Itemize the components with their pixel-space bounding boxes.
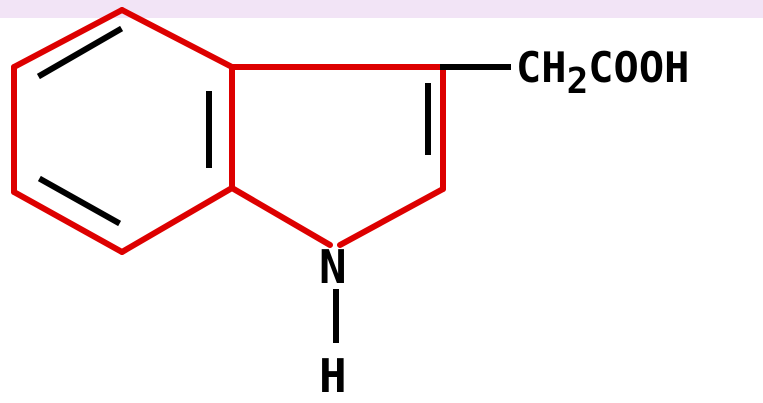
pyrrole-ring xyxy=(229,64,446,248)
pyrrole-bond-n-c7a xyxy=(229,185,333,248)
substituent-cooh: COOH xyxy=(588,43,689,92)
substituent-ch: CH xyxy=(516,43,567,92)
substituent-subscript: 2 xyxy=(567,61,589,102)
double-bond-top-left xyxy=(36,25,124,80)
pyrrole-bond-c2-n xyxy=(337,186,446,248)
nitrogen-label: N xyxy=(319,240,347,294)
hydrogen-label: H xyxy=(319,349,347,398)
benzene-bond-top-left xyxy=(11,7,125,70)
substituent-label: CH2COOH xyxy=(516,43,689,102)
benzene-bond-bottom-left xyxy=(11,189,125,255)
benzene-bond-bottom-right xyxy=(119,185,235,255)
benzene-ring xyxy=(11,7,235,255)
double-bond-bottom-left xyxy=(37,175,122,227)
top-band xyxy=(0,0,763,18)
benzene-bond-top-right xyxy=(119,7,235,70)
double-bond-lines xyxy=(36,25,431,227)
